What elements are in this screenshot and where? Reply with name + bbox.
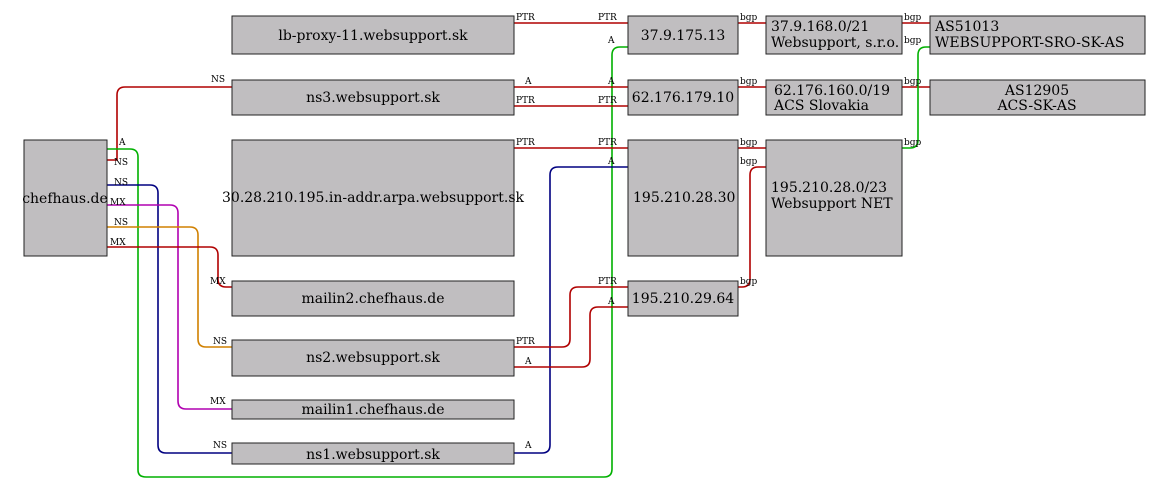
node-net-37-line2: Websupport, s.r.o. <box>771 35 899 51</box>
edge-chefhaus-ns1 <box>107 184 232 454</box>
node-ns1[interactable]: ns1.websupport.sk <box>231 442 515 465</box>
node-as51013-line2: WEBSUPPORT-SRO-SK-AS <box>935 35 1124 51</box>
label-ptr-ip195-64-dst: PTR <box>598 277 617 287</box>
edge-chefhaus-mailin1 <box>107 204 232 410</box>
node-ip-37-9-175-13[interactable]: 37.9.175.13 <box>627 15 739 55</box>
edge-labels: NS A NS NS MX NS MX MX NS MX NS PTR PTR … <box>110 13 922 451</box>
label-mx-chefhaus-1: MX <box>110 198 126 208</box>
label-ptr-lbproxy-dst: PTR <box>598 13 617 23</box>
node-ip-195-64-label: 195.210.29.64 <box>632 291 735 307</box>
edge-ip195-64-net195 <box>738 166 766 288</box>
node-net-195-line1: 195.210.28.0/23 <box>771 180 887 196</box>
edge-chefhaus-ns3 <box>107 86 232 161</box>
label-ptr-ns3-dst: PTR <box>598 96 617 106</box>
nodes: chefhaus.de lb-proxy-11.websupport.sk ns… <box>22 15 1146 465</box>
label-a-chefhaus-ip37: A <box>118 138 126 148</box>
node-ip-62-label: 62.176.179.10 <box>632 90 734 106</box>
label-a-ns1-src: A <box>524 441 532 451</box>
label-bgp-ip62: bgp <box>740 77 758 87</box>
label-bgp-net195-in: bgp <box>740 157 758 167</box>
node-inaddr-label: 30.28.210.195.in-addr.arpa.websupport.sk <box>222 190 525 206</box>
node-net-195-210-28-0[interactable]: 195.210.28.0/23 Websupport NET <box>765 139 903 257</box>
node-mailin1[interactable]: mailin1.chefhaus.de <box>231 399 515 420</box>
node-mailin2[interactable]: mailin2.chefhaus.de <box>231 280 515 317</box>
edge-chefhaus-ns2 <box>107 226 232 348</box>
node-as12905[interactable]: AS12905 ACS-SK-AS <box>929 79 1146 116</box>
node-ip-195-210-28-30[interactable]: 195.210.28.30 <box>627 139 739 257</box>
label-ptr-ns3-src: PTR <box>516 96 535 106</box>
label-mx-mailin2: MX <box>210 277 226 287</box>
label-bgp-net62: bgp <box>904 77 922 87</box>
node-chefhaus-label: chefhaus.de <box>22 191 108 207</box>
node-ns2-label: ns2.websupport.sk <box>306 350 440 366</box>
node-mailin2-label: mailin2.chefhaus.de <box>301 291 444 307</box>
node-mailin1-label: mailin1.chefhaus.de <box>301 402 444 418</box>
edge-ns2-ip195-64-ptr <box>514 286 628 348</box>
label-ptr-lbproxy-src: PTR <box>516 13 535 23</box>
edge-ns1-ip195-30 <box>514 166 628 454</box>
label-a-ip195-30-dst: A <box>607 157 615 167</box>
node-ip-62-176-179-10[interactable]: 62.176.179.10 <box>627 79 739 116</box>
label-ns-chefhaus-ns3: NS <box>211 75 225 85</box>
node-lb-proxy-label: lb-proxy-11.websupport.sk <box>278 28 468 44</box>
node-net-62-176-160-0[interactable]: 62.176.160.0/19 ACS Slovakia <box>765 79 903 116</box>
node-lb-proxy[interactable]: lb-proxy-11.websupport.sk <box>231 15 515 55</box>
node-as51013[interactable]: AS51013 WEBSUPPORT-SRO-SK-AS <box>929 15 1146 55</box>
node-net-62-line1: 62.176.160.0/19 <box>774 83 890 99</box>
label-ns-ns1: NS <box>213 441 227 451</box>
node-ns1-label: ns1.websupport.sk <box>306 447 440 463</box>
label-a-ns3-dst: A <box>607 77 615 87</box>
label-a-ip37-dst: A <box>607 36 615 46</box>
node-net-37-9-168-0[interactable]: 37.9.168.0/21 Websupport, s.r.o. <box>765 15 903 55</box>
edges <box>107 22 930 478</box>
label-mx-chefhaus-2: MX <box>110 238 126 248</box>
node-as12905-line2: ACS-SK-AS <box>996 98 1076 114</box>
label-bgp-as51013-in: bgp <box>904 36 922 46</box>
node-ip-195-30-label: 195.210.28.30 <box>633 190 735 206</box>
label-ptr-inaddr-dst: PTR <box>598 138 617 148</box>
label-bgp-net37: bgp <box>904 13 922 23</box>
label-a-ns2-src: A <box>524 357 532 367</box>
label-bgp-ip37: bgp <box>740 13 758 23</box>
label-mx-mailin1: MX <box>210 397 226 407</box>
label-ns-ns2: NS <box>213 337 227 347</box>
edge-ns2-ip195-64-a <box>514 306 628 368</box>
label-ptr-ns2-src: PTR <box>516 337 535 347</box>
node-inaddr[interactable]: 30.28.210.195.in-addr.arpa.websupport.sk <box>222 139 525 257</box>
node-net-195-line2: Websupport NET <box>771 196 893 212</box>
label-bgp-ip195-64: bgp <box>740 277 758 287</box>
edge-chefhaus-ip37 <box>107 46 628 478</box>
label-bgp-net195: bgp <box>904 138 922 148</box>
label-a-ip195-64-dst: A <box>607 297 615 307</box>
node-ns3[interactable]: ns3.websupport.sk <box>231 79 515 116</box>
node-ns3-label: ns3.websupport.sk <box>306 90 440 106</box>
label-bgp-ip195-30: bgp <box>740 138 758 148</box>
edge-chefhaus-mailin2 <box>107 246 232 288</box>
node-as12905-line1: AS12905 <box>1004 83 1069 99</box>
node-net-62-line2: ACS Slovakia <box>773 98 869 114</box>
label-ptr-inaddr-src: PTR <box>516 138 535 148</box>
label-ns-chefhaus-3: NS <box>114 218 128 228</box>
node-ip-37-label: 37.9.175.13 <box>641 28 726 44</box>
label-ns-chefhaus-1: NS <box>114 158 128 168</box>
label-ns-chefhaus-2: NS <box>114 178 128 188</box>
node-net-37-line1: 37.9.168.0/21 <box>771 19 869 35</box>
node-ns2[interactable]: ns2.websupport.sk <box>231 339 515 377</box>
node-as51013-line1: AS51013 <box>934 19 999 35</box>
node-chefhaus[interactable]: chefhaus.de <box>22 139 108 257</box>
edge-net195-as51013 <box>902 46 930 149</box>
node-ip-195-210-29-64[interactable]: 195.210.29.64 <box>627 280 739 317</box>
label-a-ns3-src: A <box>524 77 532 87</box>
